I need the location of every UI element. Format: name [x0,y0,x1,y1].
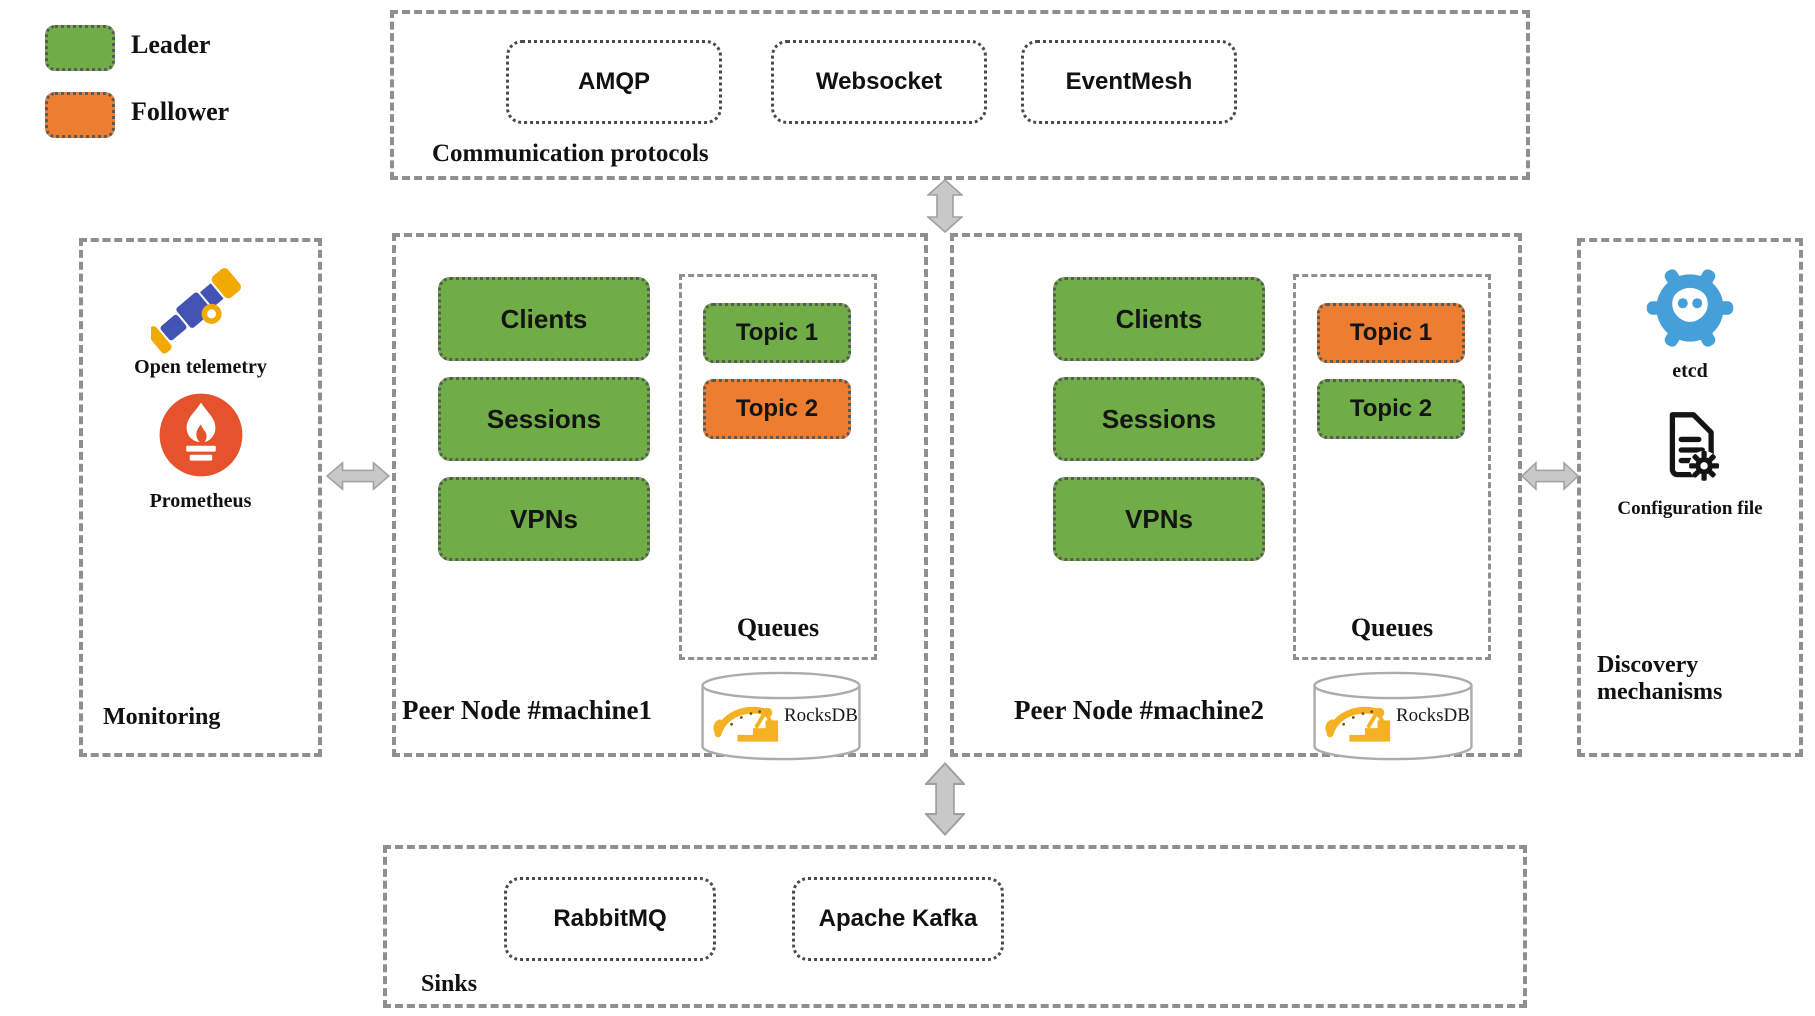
protocol-amqp: AMQP [506,40,722,124]
communication-protocols-box: AMQP Websocket EventMesh Communication p… [390,10,1530,180]
peer2-topic-2: Topic 2 [1317,379,1465,439]
peer-node-1-box: Clients Sessions VPNs Topic 1 Topic 2 Qu… [392,233,928,761]
peer-node-1-title: Peer Node #machine1 [402,695,652,725]
peer1-topic-1: Topic 1 [703,303,851,363]
legend-leader-label: Leader [131,30,211,59]
sinks-title: Sinks [421,971,478,997]
peer1-topic-2: Topic 2 [703,379,851,439]
prometheus-label: Prometheus [149,490,252,512]
etcd-label: etcd [1672,360,1708,382]
peer2-sessions-block: Sessions [1053,377,1265,461]
peer2-topic-1: Topic 1 [1317,303,1465,363]
peer2-clients-block: Clients [1053,277,1265,361]
communication-protocols-title: Communication protocols [432,140,709,167]
legend-leader-swatch [45,25,115,71]
monitoring-title: Monitoring [103,704,221,730]
peer1-vpns-block: VPNs [438,477,650,561]
protocol-websocket: Websocket [771,40,987,124]
sinks-box: RabbitMQ Apache Kafka Sinks [383,845,1527,1008]
monitoring-box: Open telemetry Prometheus Monitoring [79,238,322,757]
protocols-peers-arrow-icon [927,179,963,233]
etcd-gear-icon [1646,269,1734,347]
peers-sinks-arrow-icon [925,762,965,836]
peer2-queues-box: Topic 1 Topic 2 Queues [1293,274,1491,660]
configuration-file-icon [1669,412,1720,481]
peer2-rocksdb-label: RocksDB [1396,705,1470,726]
legend-follower-label: Follower [131,97,230,126]
peer1-clients-block: Clients [438,277,650,361]
peer1-queues-box: Topic 1 Topic 2 Queues [679,274,877,660]
peer2-discovery-arrow-icon [1521,461,1579,491]
peer-node-2-box: Clients Sessions VPNs Topic 1 Topic 2 Qu… [950,233,1522,761]
protocol-eventmesh: EventMesh [1021,40,1237,124]
peer1-rocksdb-cylinder: RocksDB [698,670,864,762]
prometheus-icon [159,393,242,477]
legend-follower-swatch [45,92,115,138]
peer1-queues-title: Queues [736,613,820,642]
sink-apache-kafka: Apache Kafka [792,877,1004,961]
discovery-mechanisms-box: etcd Configuration file Discovery mechan… [1577,238,1803,757]
peer2-vpns-block: VPNs [1053,477,1265,561]
sink-rabbitmq: RabbitMQ [504,877,716,961]
peer1-sessions-block: Sessions [438,377,650,461]
peer-node-2-title: Peer Node #machine2 [1014,695,1264,725]
rocksdb-jaguar-icon [701,671,861,761]
open-telemetry-label: Open telemetry [134,356,267,378]
rocksdb-jaguar-icon [1313,671,1473,761]
peer1-rocksdb-label: RocksDB [784,705,858,726]
discovery-mechanisms-title: Discovery mechanisms [1597,651,1723,706]
peer2-rocksdb-cylinder: RocksDB [1310,670,1476,762]
telescope-icon [150,268,241,354]
peer2-queues-title: Queues [1350,613,1434,642]
monitoring-peer1-arrow-icon [326,461,390,491]
configuration-file-label: Configuration file [1617,498,1763,519]
